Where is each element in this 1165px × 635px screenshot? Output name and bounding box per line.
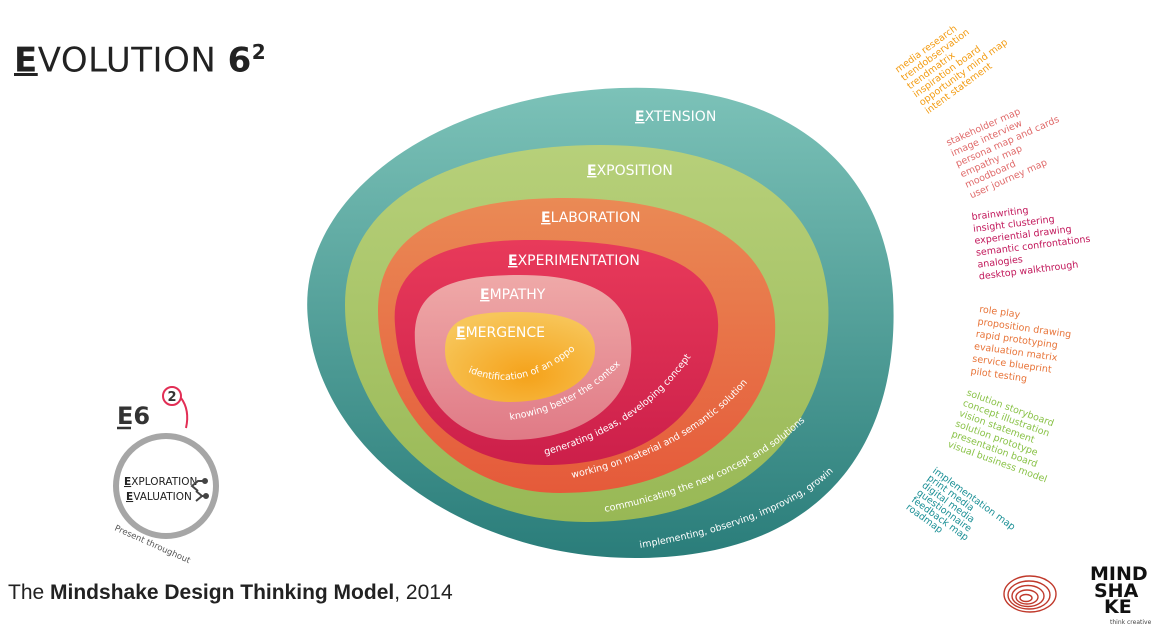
badge-exploration: EXPLORATION (124, 476, 197, 488)
tool-lists: media researchtrendobservationtrendmatri… (893, 23, 1091, 544)
emergence-layer (445, 312, 595, 402)
elaboration-label: ELABORATION (541, 210, 640, 226)
page-title: EVOLUTION 62 (14, 40, 266, 80)
empathy-label: EMPATHY (480, 287, 546, 303)
svg-text:SHA: SHA (1094, 580, 1139, 602)
emergence-label: EMERGENCE (456, 325, 545, 341)
badge-ring (113, 433, 219, 539)
diverge-converge-icon (190, 478, 209, 502)
title-rest: VOLUTION (37, 40, 228, 81)
badge-label: E6 (117, 402, 150, 430)
experimentation-label: EXPERIMENTATION (508, 253, 640, 269)
extension-label: EXTENSION (635, 109, 716, 125)
figure-caption: The Mindshake Design Thinking Model, 201… (8, 581, 453, 604)
badge-evaluation: EVALUATION (126, 491, 192, 503)
spiral-logo-icon (1003, 575, 1057, 613)
svg-text:think creative: think creative (1110, 619, 1152, 626)
mindshake-logo: MIND SHA KE think creative (1090, 563, 1152, 626)
badge-power-circle (162, 386, 182, 406)
badge-power: 2 (167, 390, 176, 405)
title-first-letter: E (14, 40, 38, 81)
title-power: 2 (251, 40, 267, 64)
caption-model-name: Mindshake Design Thinking Model (50, 581, 395, 604)
emergence-tools: media researchtrendobservationtrendmatri… (893, 23, 1010, 116)
exposition-label: EXPOSITION (587, 163, 673, 179)
svg-text:MIND: MIND (1090, 563, 1148, 585)
svg-text:KE: KE (1104, 596, 1132, 618)
e6-badge: E6 2 EXPLORATION EVALUATION Present thro… (113, 386, 219, 566)
title-six: 6 (227, 40, 252, 81)
